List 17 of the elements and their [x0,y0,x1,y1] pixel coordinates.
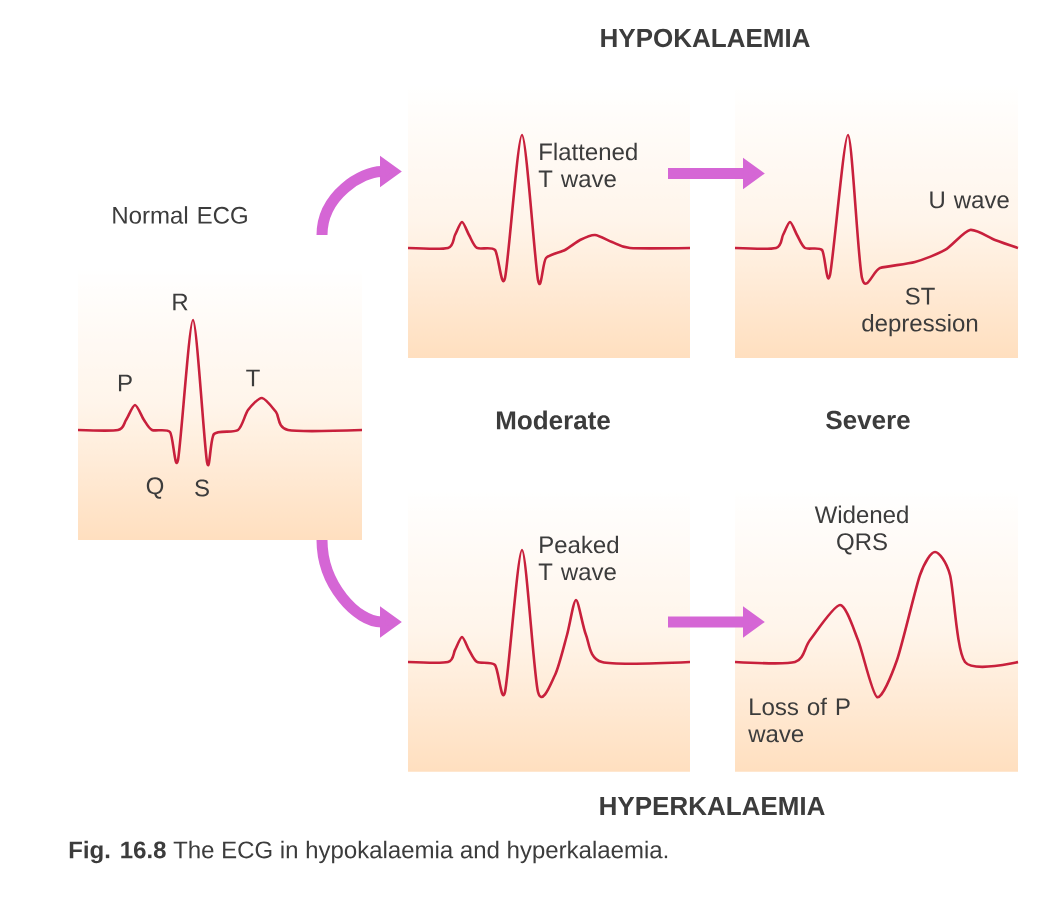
wave-label: Q [146,477,164,499]
wave-label: Loss of P wave [748,697,850,743]
heading: HYPERKALAEMIA [600,797,825,815]
wave-label: Normal ECG [113,206,247,224]
wave-label: S [195,479,209,497]
wave-label: Peaked T wave [538,535,619,581]
heading: Severe [826,410,910,430]
wave-label: T [246,369,260,387]
heading: Moderate [496,410,610,430]
wave-label: ST depression [862,287,978,337]
wave-label: Flattened T wave [538,142,637,188]
wave-label: R [173,293,188,311]
heading: HYPOKALAEMIA [601,28,810,48]
wave-label: U wave [930,191,1009,209]
caption: Fig. 16.8 The ECG in hypokalaemia and hyperkalaemia. [69,840,668,864]
wave-label: Widened QRS [814,505,908,555]
wave-label: P [119,374,132,392]
